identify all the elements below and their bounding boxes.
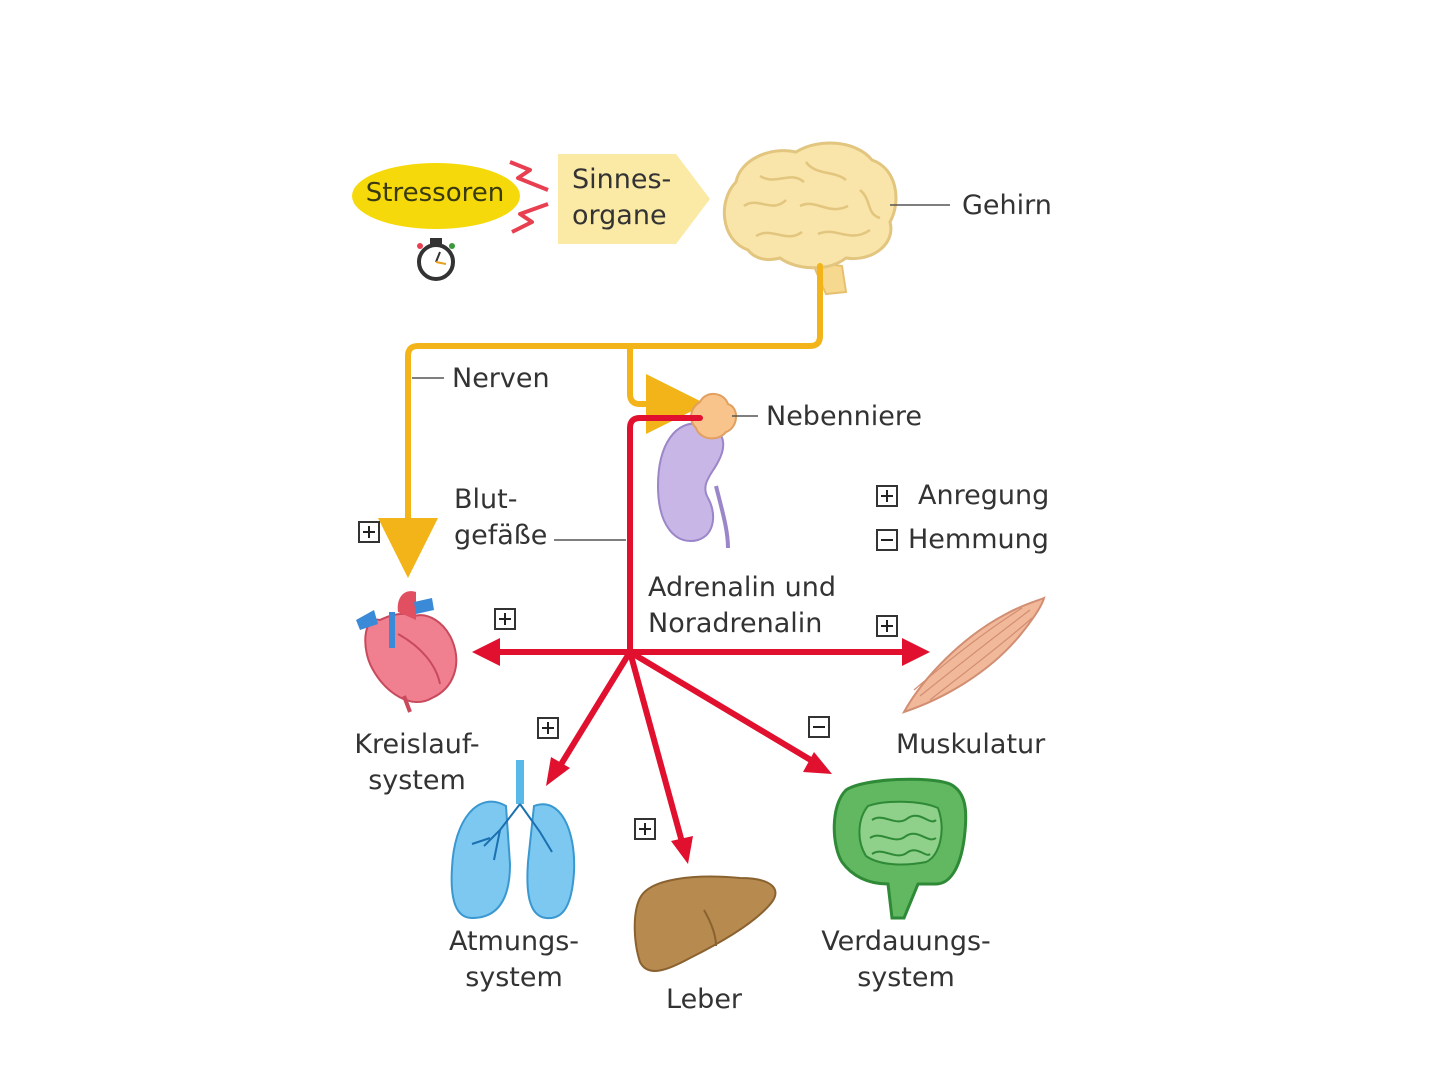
atmung-line-1: Atmungs- — [448, 926, 580, 957]
blutgefaesse-line-2: gefäße — [454, 520, 548, 551]
muskulatur-label: Muskulatur — [896, 729, 1046, 760]
sinnesorgane-label: Sinnes- organe — [572, 162, 671, 234]
heart-icon — [356, 591, 458, 713]
legend-plus-icon — [876, 485, 898, 507]
verdauung-line-1: Verdauungs- — [821, 926, 991, 957]
kreislauf-line-1: Kreislauf- — [354, 729, 480, 760]
blood-arrowheads — [472, 638, 930, 864]
intestine-icon — [832, 777, 968, 920]
verdauung-line-2: system — [857, 962, 955, 993]
sign-plus-muscle — [876, 615, 898, 637]
muscle-icon — [901, 596, 1046, 714]
verdauung-label: Verdauungs- system — [818, 924, 994, 996]
stressoren-label: Stressoren — [365, 178, 505, 208]
sinnesorgane-line-1: Sinnes- — [572, 164, 672, 195]
sign-plus-liver — [634, 818, 656, 840]
sense-organs-box — [558, 154, 710, 244]
kreislauf-line-2: system — [368, 765, 466, 796]
kidney-icon — [656, 393, 737, 549]
sign-plus-lungs — [537, 717, 559, 739]
nerve-paths — [378, 263, 823, 578]
kreislauf-label: Kreislauf- system — [352, 727, 482, 799]
gehirn-label: Gehirn — [962, 190, 1052, 221]
blutgefaesse-line-1: Blut- — [454, 484, 518, 515]
nebenniere-label: Nebenniere — [766, 401, 923, 432]
adrenalin-label: Adrenalin und Noradrenalin — [648, 570, 836, 642]
legend-hemmung: Hemmung — [908, 524, 1049, 555]
lightning-icon — [509, 160, 549, 234]
sign-minus-digestion — [808, 716, 830, 738]
brain-icon — [722, 141, 898, 296]
adrenalin-line-1: Adrenalin und — [648, 572, 836, 603]
atmung-label: Atmungs- system — [444, 924, 584, 996]
adrenalin-line-2: Noradrenalin — [648, 608, 823, 639]
sinnesorgane-line-2: organe — [572, 200, 667, 231]
legend-minus-icon — [876, 529, 898, 551]
leber-label: Leber — [666, 984, 743, 1015]
stressor-oval — [352, 163, 520, 229]
liver-icon — [633, 875, 777, 972]
legend-anregung: Anregung — [918, 480, 1050, 511]
lungs-icon — [450, 760, 576, 920]
sign-plus-nerves-heart — [358, 521, 380, 543]
atmung-line-2: system — [465, 962, 563, 993]
blutgefaesse-label: Blut- gefäße — [454, 482, 547, 554]
sign-plus-heart — [494, 608, 516, 630]
stopwatch-icon — [417, 238, 455, 281]
nerven-label: Nerven — [452, 363, 550, 394]
blood-paths — [491, 415, 913, 845]
